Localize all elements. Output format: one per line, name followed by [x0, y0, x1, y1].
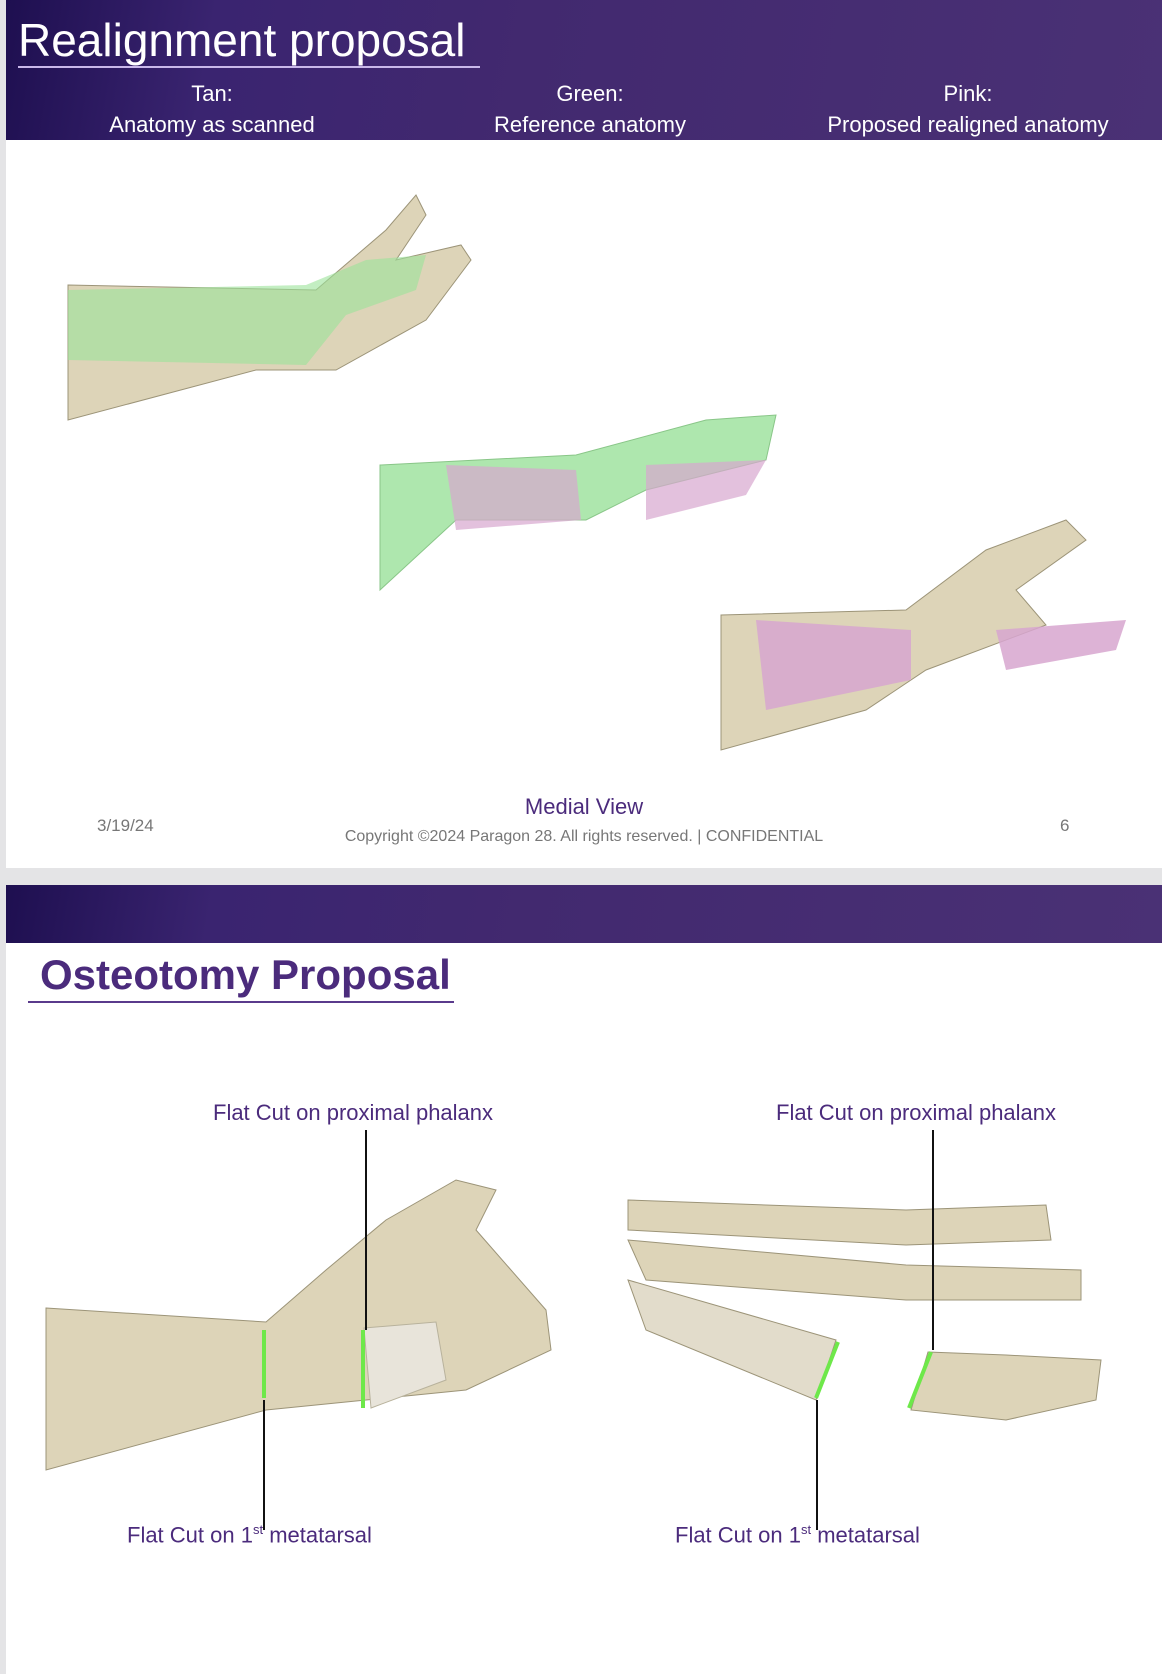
label-sup: st — [800, 1522, 812, 1537]
slide-realignment: Realignment proposal Tan: Anatomy as scan… — [6, 0, 1162, 868]
legend-tan: Tan: Anatomy as scanned — [52, 78, 372, 140]
cut-line-metatarsal — [814, 1341, 840, 1399]
slide-date: 3/19/24 — [97, 816, 154, 835]
foot-model-right — [627, 1130, 1102, 1530]
legend-desc: Proposed realigned anatomy — [827, 112, 1109, 137]
slide-osteotomy: Osteotomy Proposal Flat Cut on proximal … — [6, 885, 1162, 1674]
slide-header — [6, 885, 1162, 943]
slide-title: Osteotomy Proposal — [28, 949, 454, 1003]
label-text: Flat Cut on 1 — [127, 1522, 253, 1548]
legend-label: Pink: — [943, 81, 993, 106]
osteotomy-images — [45, 1130, 1102, 1530]
foot-model-tan-green — [67, 194, 472, 421]
foot-model-green-pink — [379, 414, 777, 592]
label-text: Flat Cut on 1 — [675, 1522, 801, 1548]
copyright-footer: Copyright ©2024 Paragon 28. All rights r… — [344, 828, 824, 845]
slide-header: Realignment proposal Tan: Anatomy as scan… — [6, 0, 1162, 140]
foot-model-left — [45, 1130, 552, 1530]
foot-models-image — [67, 194, 1126, 751]
label-metatarsal-cut-left: Flat Cut on 1st metatarsal — [127, 1522, 372, 1548]
slide-title: Realignment proposal — [18, 14, 480, 68]
legend-desc: Reference anatomy — [494, 112, 686, 137]
label-sup: st — [252, 1522, 264, 1537]
cut-line-phalanx — [907, 1351, 933, 1409]
page-number: 6 — [1060, 816, 1070, 835]
foot-model-tan-pink — [720, 519, 1126, 751]
legend-label: Green: — [556, 81, 624, 106]
legend-label: Tan: — [191, 81, 233, 106]
legend-desc: Anatomy as scanned — [109, 112, 315, 137]
figure-caption: Medial View — [524, 794, 644, 819]
label-text: metatarsal — [263, 1522, 372, 1548]
label-metatarsal-cut-right: Flat Cut on 1st metatarsal — [675, 1522, 920, 1548]
label-text: metatarsal — [811, 1522, 920, 1548]
label-proximal-phalanx-cut-left: Flat Cut on proximal phalanx — [213, 1100, 494, 1125]
legend-green: Green: Reference anatomy — [430, 78, 750, 140]
legend-pink: Pink: Proposed realigned anatomy — [808, 78, 1128, 140]
label-proximal-phalanx-cut-right: Flat Cut on proximal phalanx — [776, 1100, 1057, 1125]
